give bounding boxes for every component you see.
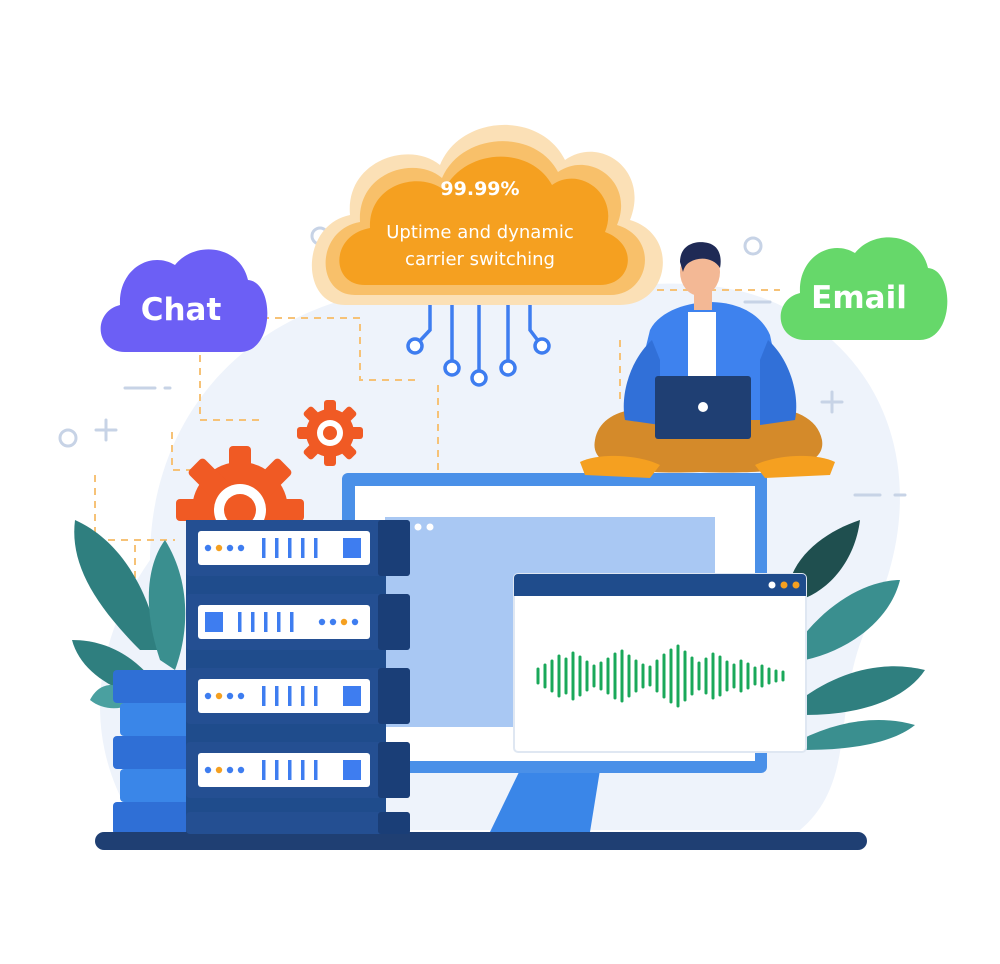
plus-icon [94,418,118,442]
uptime-caption-line-1: Uptime and dynamic [386,222,574,243]
server-unit [186,812,410,834]
server-unit [186,742,410,798]
server-unit [186,520,410,576]
floor [95,832,867,850]
chat-cloud [100,249,268,352]
email-cloud [780,237,948,340]
person-with-laptop [580,242,835,478]
uptime-value: 99.99% [440,178,520,200]
gear-icon [297,400,363,466]
chat-label: Chat [140,292,222,328]
waveform-icon [536,644,785,708]
waveform-window [513,573,807,753]
plus-icon [820,390,844,414]
leaves-right [790,520,925,750]
email-label: Email [811,280,907,316]
laptop-icon [655,376,751,439]
server-rack-icon [186,520,410,834]
uptime-caption-line-2: carrier switching [405,249,555,270]
server-unit [186,594,410,650]
uptime-caption: Uptime and dynamic carrier switching [345,219,615,273]
monitor-stand [490,770,600,832]
server-unit [186,668,410,724]
uptime-cloud [311,124,663,305]
circle-icon [743,236,763,256]
circuit-lines [406,300,551,387]
decorative-marks [58,226,907,497]
circle-icon [58,428,78,448]
